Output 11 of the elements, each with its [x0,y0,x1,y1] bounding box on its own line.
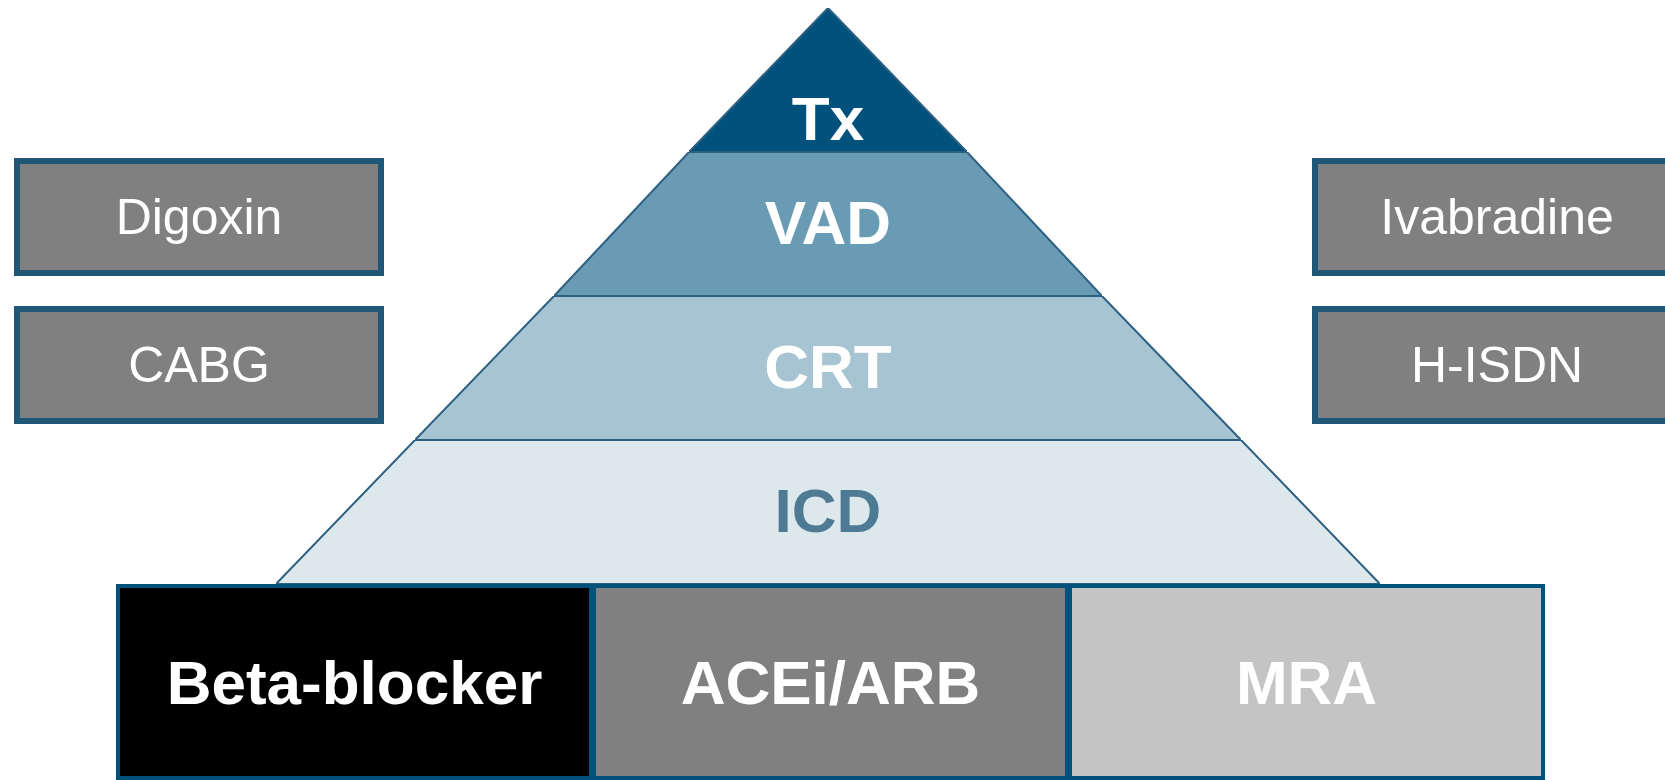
tier-label: CRT [764,336,892,398]
therapy-box: CABG [14,306,384,424]
therapy-box: Digoxin [14,158,384,276]
tier-label: ICD [774,480,882,542]
foundation-block: MRA [1068,584,1545,780]
tier-label: Tx [791,88,865,150]
foundation-block: ACEi/ARB [592,584,1069,780]
foundation-block: Beta-blocker [116,584,593,780]
therapy-box: H-ISDN [1312,306,1665,424]
therapy-box: Ivabradine [1312,158,1665,276]
tier-label: VAD [764,192,892,254]
